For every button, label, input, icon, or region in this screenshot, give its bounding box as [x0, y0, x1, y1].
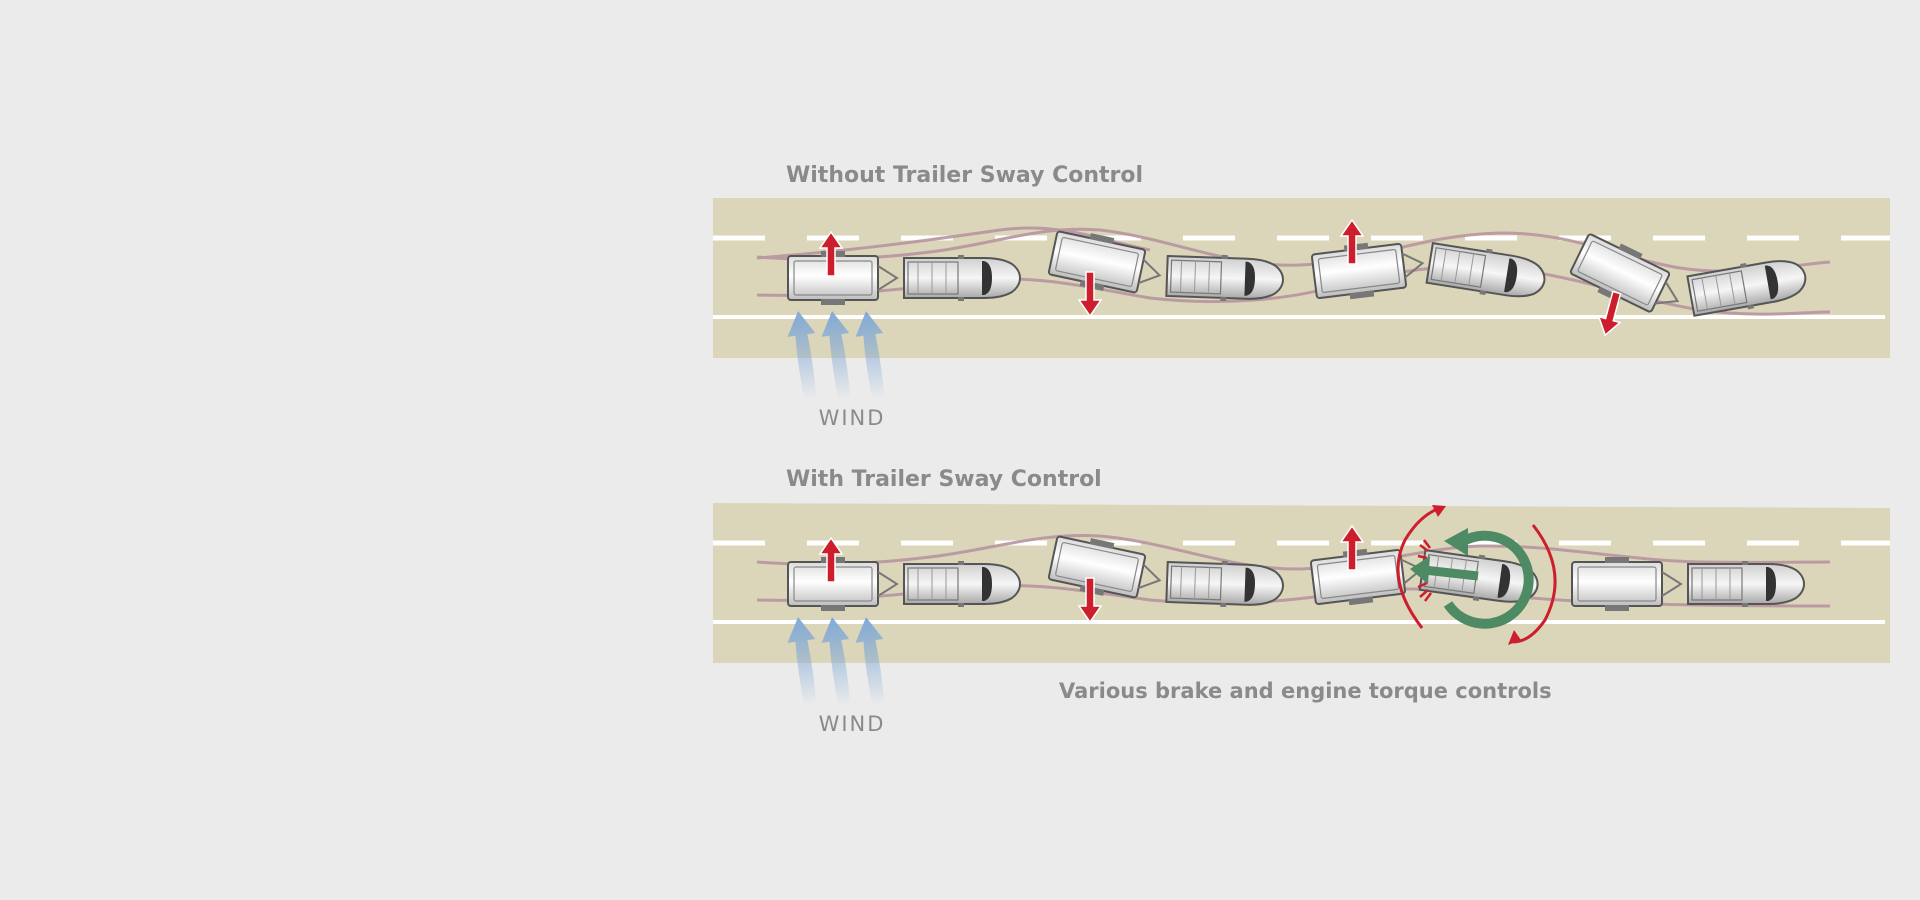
truck-icon — [903, 560, 1021, 608]
truck-icon — [1165, 557, 1285, 611]
red-arc-arrowhead-icon — [1508, 630, 1521, 645]
red-arc-arrow-icon — [1396, 506, 1557, 644]
wind-label-top: WIND — [818, 406, 886, 430]
wind-label-bottom: WIND — [818, 712, 886, 736]
green-rotation-arrow-icon — [1410, 528, 1534, 629]
title-without-control: Without Trailer Sway Control — [786, 163, 1144, 188]
torque-controls-caption: Various brake and engine torque controls — [1059, 679, 1552, 703]
truck-icon — [1165, 251, 1285, 305]
rig-bottom-4 — [1571, 556, 1805, 612]
truck-icon — [903, 254, 1021, 302]
red-arc-arrowhead-icon — [1432, 505, 1446, 517]
truck-icon — [1687, 560, 1805, 608]
brake-burst-icon — [1417, 539, 1432, 602]
title-with-control: With Trailer Sway Control — [786, 467, 1102, 492]
rig-bottom-3 — [1309, 505, 1557, 645]
